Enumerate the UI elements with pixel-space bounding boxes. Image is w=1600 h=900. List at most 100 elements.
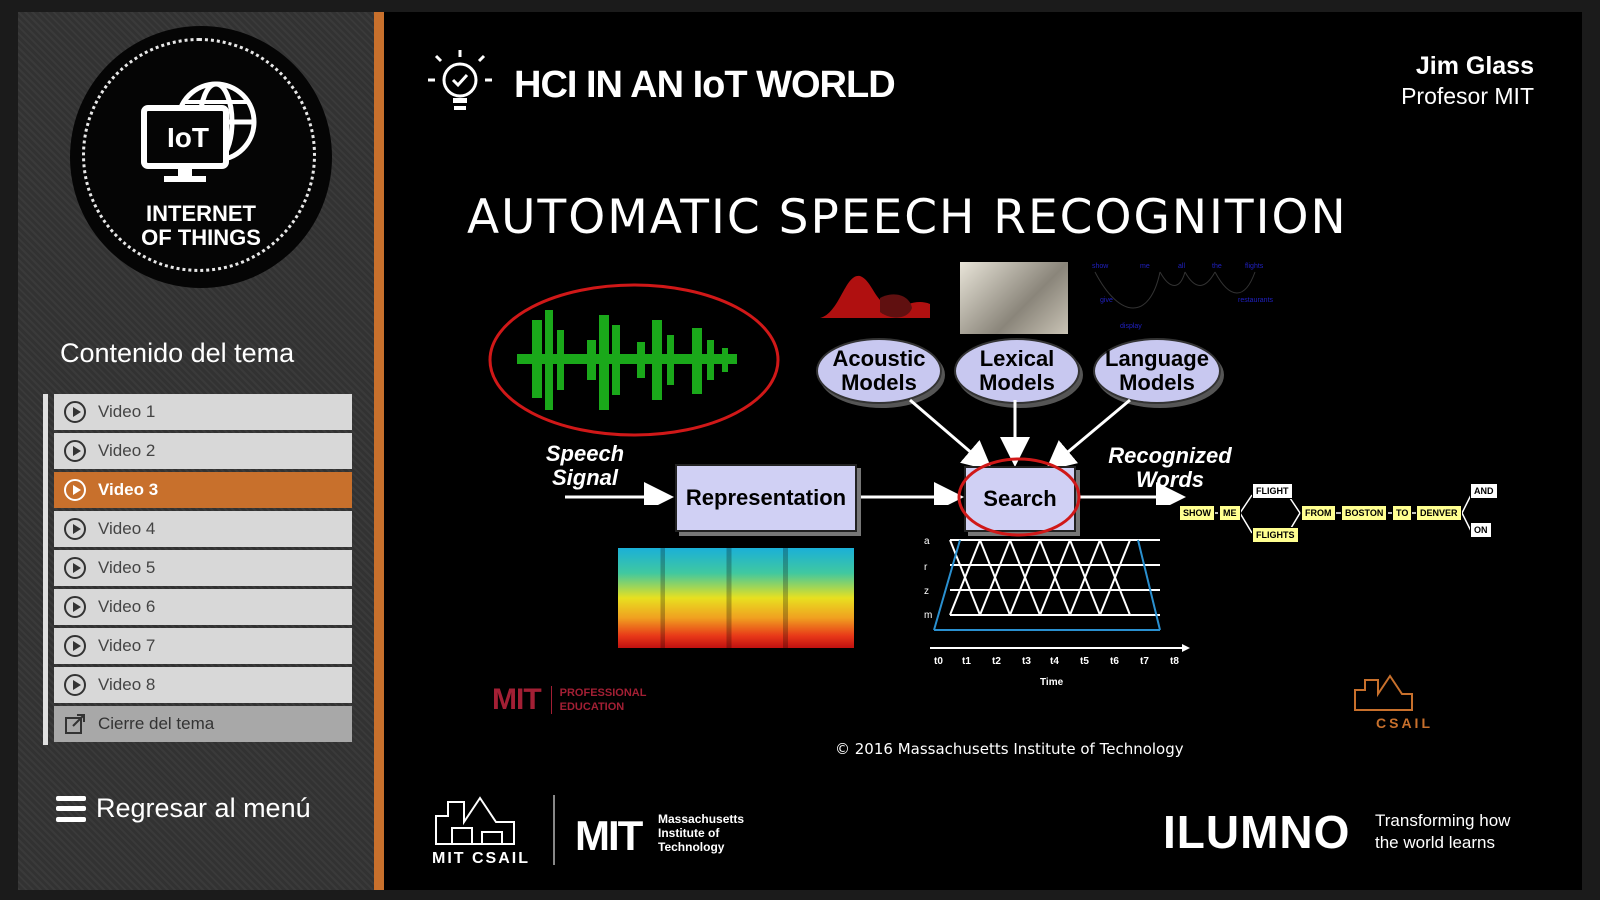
footer-mit-line-2: Institute of: [658, 826, 720, 840]
mit-pe-line-2: EDUCATION: [559, 701, 625, 713]
footer-mit-line-1: Massachusetts: [658, 812, 745, 826]
menu-item-video-4[interactable]: Video 4: [54, 511, 352, 547]
menu-item-closing[interactable]: Cierre del tema: [54, 706, 352, 742]
menu-item-label: Video 3: [98, 480, 159, 499]
search-box: Search: [964, 466, 1076, 532]
monitor-globe-icon: [141, 81, 257, 182]
play-icon: [64, 440, 86, 462]
lattice-tick: t8: [1170, 656, 1179, 667]
play-icon: [64, 557, 86, 579]
professor-name: Jim Glass: [1415, 52, 1534, 80]
menu-item-video-8[interactable]: Video 8: [54, 667, 352, 703]
back-to-menu-button[interactable]: Regresar al menú: [56, 793, 311, 824]
lattice-tick: t4: [1050, 656, 1059, 667]
menu-item-label: Video 2: [98, 441, 156, 460]
copyright-text: © 2016 Massachusetts Institute of Techno…: [835, 740, 1184, 758]
diagram-arrows: [565, 398, 1186, 505]
word-me: ME: [1219, 505, 1241, 521]
word-denver: DENVER: [1416, 505, 1462, 521]
menu-item-label: Video 7: [98, 636, 156, 655]
professor-info: Jim Glass Profesor MIT: [1401, 52, 1534, 110]
lattice-tick: t5: [1080, 656, 1089, 667]
lattice-row-label: a: [924, 536, 930, 547]
lattice-tick: t7: [1140, 656, 1149, 667]
play-icon: [64, 635, 86, 657]
search-highlight-circle: [957, 457, 1081, 537]
logo-line-1: INTERNET: [146, 201, 256, 226]
course-title: HCI IN AN IoT WORLD: [514, 64, 896, 106]
lm-word: all: [1178, 263, 1185, 270]
waveform-image: [488, 283, 780, 437]
lm-word: restaurants: [1238, 297, 1274, 304]
play-icon: [64, 401, 86, 423]
external-link-icon: [65, 714, 85, 734]
recognized-label-line-2: Words: [1135, 467, 1205, 492]
slide-title: AUTOMATIC SPEECH RECOGNITION: [467, 190, 1348, 245]
play-icon: [64, 674, 86, 696]
ilumno-tagline: Transforming how the world learns: [1375, 810, 1510, 854]
acoustic-curve-image: [820, 275, 930, 318]
word-on: ON: [1470, 522, 1492, 538]
spectrogram-image: [618, 548, 854, 648]
mit-professional-education-logo: MIT PROFESSIONAL EDUCATION: [492, 683, 646, 717]
language-model-graph: show me all the flights give restaurants…: [1092, 263, 1274, 330]
lexical-models-node: Lexical Models: [954, 338, 1080, 404]
lightbulb-icon: [428, 50, 492, 110]
footer-mit-mark: MIT: [575, 812, 643, 859]
lattice-row-label: m: [924, 610, 932, 621]
word-flight: FLIGHT: [1252, 483, 1293, 499]
csail-building-icon: [1354, 674, 1413, 711]
ilumno-logo: ILUMNO: [1163, 806, 1351, 858]
word-from: FROM: [1301, 505, 1336, 521]
word-boston: BOSTON: [1341, 505, 1388, 521]
menu-item-label: Video 4: [98, 519, 156, 538]
menu-item-label: Video 6: [98, 597, 156, 616]
mit-pe-line-1: PROFESSIONAL: [559, 687, 647, 699]
menu-item-video-6[interactable]: Video 6: [54, 589, 352, 625]
menu-item-video-7[interactable]: Video 7: [54, 628, 352, 664]
recognized-words-label: Recognized Words: [1100, 444, 1240, 492]
menu-item-video-1[interactable]: Video 1: [54, 394, 352, 430]
csail-logo: CSAIL: [1350, 672, 1433, 731]
lattice-tick: t2: [992, 656, 1001, 667]
lattice-axis-label: Time: [1040, 677, 1064, 688]
lm-word: give: [1100, 297, 1113, 304]
play-icon: [64, 518, 86, 540]
logo-iot-text: IoT: [167, 122, 209, 153]
footer-separator: [553, 795, 555, 865]
footer-mit-line-3: Technology: [658, 840, 725, 854]
lm-word: flights: [1245, 263, 1264, 270]
speech-label-line-1: Speech: [545, 441, 625, 466]
menu-item-video-3[interactable]: Video 3: [54, 472, 352, 508]
lm-word: show: [1092, 263, 1109, 270]
play-icon: [64, 479, 86, 501]
lattice-tick: t0: [934, 656, 943, 667]
logo-ring: [82, 38, 316, 272]
lm-word: the: [1212, 263, 1222, 270]
lattice-row-label: r: [924, 562, 928, 573]
word-show: SHOW: [1179, 505, 1215, 521]
representation-box: Representation: [675, 464, 857, 532]
menu-item-video-5[interactable]: Video 5: [54, 550, 352, 586]
recognized-label-line-1: Recognized: [1108, 443, 1232, 468]
speech-label-line-2: Signal: [551, 465, 618, 490]
professor-role: Profesor MIT: [1401, 83, 1534, 109]
search-lattice: a r z m t0 t1 t2 t3 t4 t5 t6 t7 t8 Time: [924, 536, 1190, 688]
word-flights: FLIGHTS: [1252, 527, 1299, 543]
lattice-tick: t3: [1022, 656, 1031, 667]
footer-mit-csail: MIT CSAIL: [432, 850, 530, 867]
video-menu: Video 1 Video 2 Video 3 Video 4 Video 5 …: [43, 394, 352, 745]
section-title: Contenido del tema: [60, 338, 295, 368]
word-to: TO: [1392, 505, 1413, 521]
lattice-tick: t6: [1110, 656, 1119, 667]
back-label: Regresar al menú: [96, 793, 311, 823]
menu-item-label: Cierre del tema: [98, 714, 215, 733]
play-icon: [64, 596, 86, 618]
menu-item-label: Video 1: [98, 402, 156, 421]
footer-mit-text: Massachusetts Institute of Technology: [658, 812, 744, 854]
logo-line-2: OF THINGS: [141, 225, 261, 250]
lm-word: display: [1120, 323, 1142, 330]
menu-item-video-2[interactable]: Video 2: [54, 433, 352, 469]
lattice-tick: t1: [962, 656, 971, 667]
hamburger-icon: [56, 795, 86, 822]
